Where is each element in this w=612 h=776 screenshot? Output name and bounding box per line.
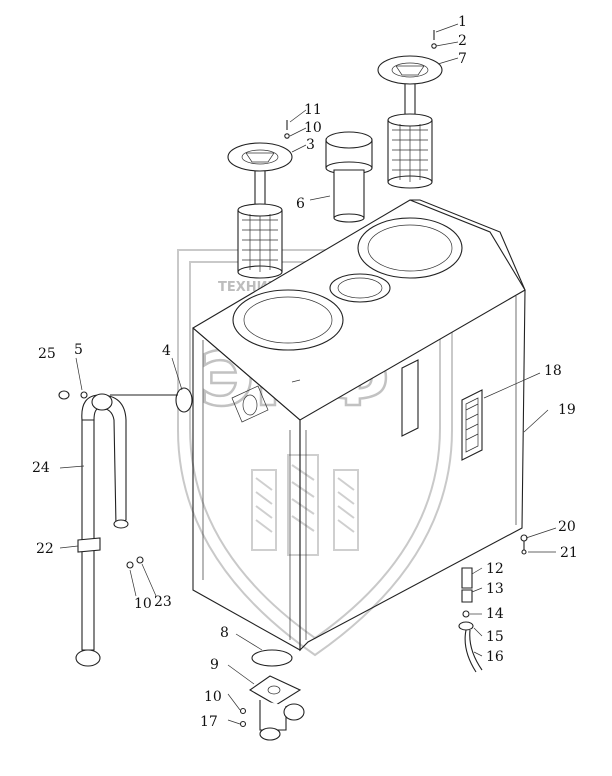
tank-body	[175, 199, 526, 652]
left-filter-assembly	[227, 120, 293, 279]
callout-9: 9	[210, 657, 219, 673]
callout-17: 17	[200, 714, 218, 730]
callout-21: 21	[560, 545, 578, 561]
callout-4: 4	[162, 343, 171, 359]
callout-20: 20	[558, 519, 576, 535]
breather-cap	[325, 131, 373, 223]
callout-13: 13	[486, 581, 504, 597]
callout-15: 15	[486, 629, 504, 645]
callout-22: 22	[36, 541, 54, 557]
callout-10-mid: 10	[134, 596, 152, 612]
callout-18: 18	[544, 363, 562, 379]
callout-6: 6	[296, 196, 305, 212]
callout-1: 1	[458, 14, 467, 30]
callouts: 1 2 7 11 10 3 6 25 5 4 18 19 24 20 22 21…	[32, 14, 578, 730]
callout-3: 3	[306, 137, 315, 153]
callout-11: 11	[304, 102, 322, 118]
callout-14: 14	[486, 606, 504, 622]
callout-23: 23	[154, 594, 172, 610]
callout-8: 8	[220, 625, 229, 641]
callout-25: 25	[38, 346, 56, 362]
callout-24: 24	[32, 460, 50, 476]
callout-19: 19	[558, 402, 576, 418]
callout-16: 16	[486, 649, 504, 665]
return-pipe	[75, 393, 178, 667]
right-filter-assembly	[377, 30, 443, 189]
callout-7: 7	[458, 51, 467, 67]
drain-plate-assembly	[239, 649, 305, 741]
callout-10-top: 10	[304, 120, 322, 136]
callout-5: 5	[74, 342, 83, 358]
callout-10-bottom: 10	[204, 689, 222, 705]
leader-lines	[59, 23, 557, 725]
callout-2: 2	[458, 33, 467, 49]
callout-12: 12	[486, 561, 504, 577]
fittings	[58, 390, 528, 673]
